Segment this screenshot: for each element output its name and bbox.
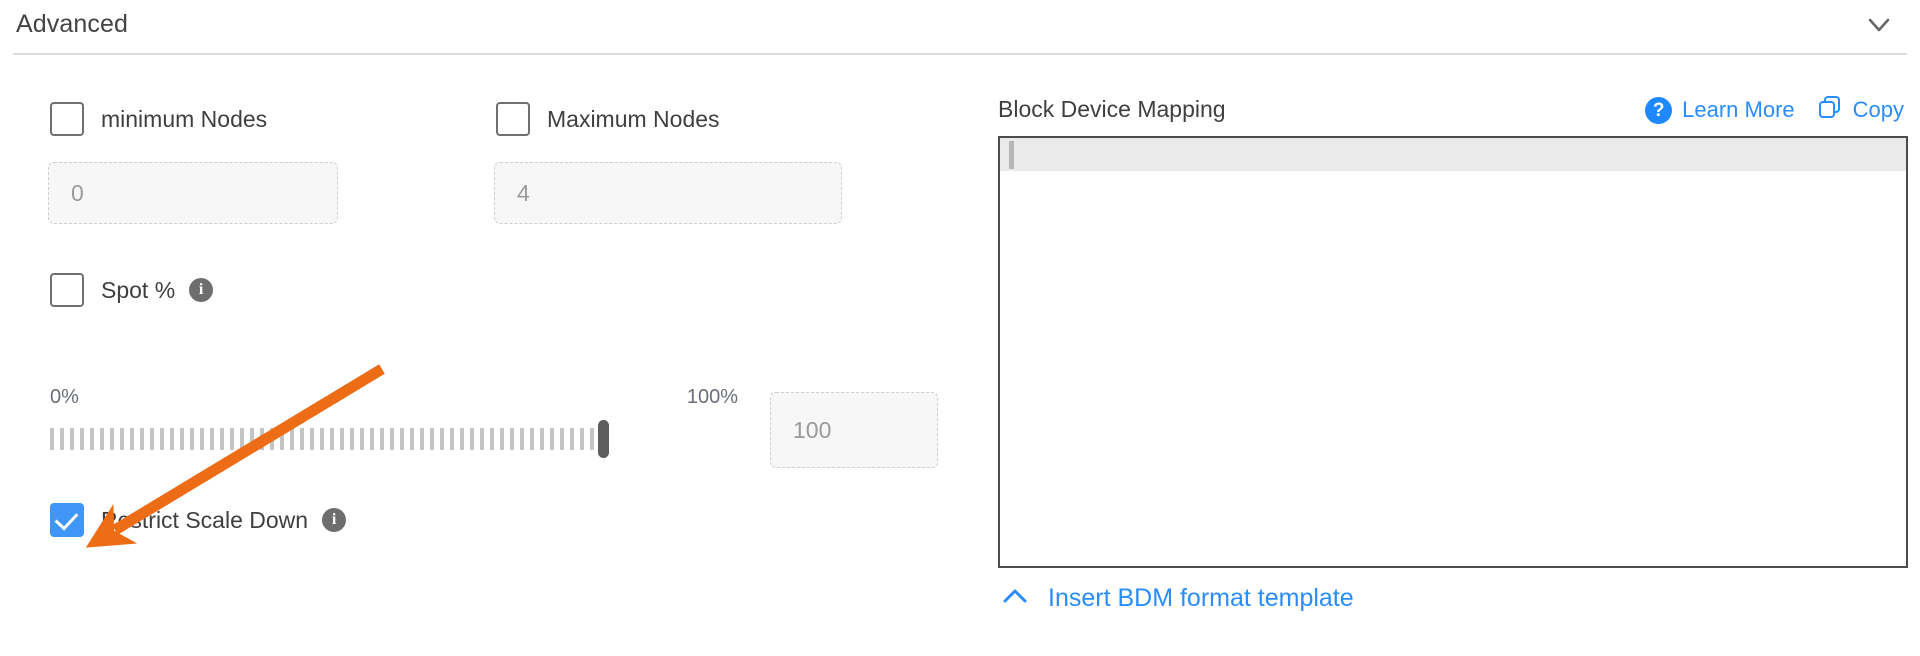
minimum-nodes-row[interactable]: minimum Nodes [50, 102, 267, 136]
restrict-scale-down-label: Restrict Scale Down [101, 506, 309, 533]
slider-tick-marks [50, 428, 610, 450]
learn-more-link[interactable]: ? Learn More [1645, 96, 1795, 124]
spot-percent-slider[interactable] [50, 420, 612, 458]
slider-max-label: 100% [686, 386, 738, 408]
advanced-section-header[interactable]: Advanced [0, 0, 1920, 55]
maximum-nodes-input[interactable]: 4 [494, 162, 842, 224]
block-device-mapping-editor[interactable] [998, 136, 1908, 568]
block-device-mapping-panel: Block Device Mapping ? Learn More Copy I… [998, 54, 1908, 656]
minimum-nodes-input[interactable]: 0 [48, 162, 338, 224]
restrict-scale-down-checkbox[interactable] [50, 503, 84, 537]
spot-percent-label: Spot % [101, 276, 176, 303]
page-title: Advanced [16, 10, 128, 38]
minimum-nodes-checkbox[interactable] [50, 102, 84, 136]
spot-percent-slider-group: 0% 100% [50, 386, 750, 458]
spot-percent-row[interactable]: Spot % i [50, 273, 214, 307]
block-device-mapping-title: Block Device Mapping [998, 96, 1226, 122]
copy-label: Copy [1852, 97, 1904, 122]
block-device-mapping-actions: ? Learn More Copy [1645, 94, 1904, 126]
minimum-nodes-label: minimum Nodes [101, 105, 268, 132]
slider-range-labels: 0% 100% [50, 386, 750, 412]
editor-active-line [1000, 138, 1906, 171]
question-mark-circle-icon: ? [1645, 96, 1673, 124]
info-icon[interactable]: i [322, 508, 347, 532]
insert-bdm-template-label: Insert BDM format template [1048, 584, 1354, 612]
slider-min-label: 0% [50, 386, 79, 408]
copy-icon [1817, 94, 1843, 126]
copy-link[interactable]: Copy [1817, 94, 1904, 126]
slider-handle[interactable] [598, 420, 609, 458]
chevron-up-icon [1000, 584, 1030, 613]
chevron-down-icon[interactable] [1862, 10, 1896, 40]
advanced-left-panel: minimum Nodes 0 Maximum Nodes 4 Spot % i… [0, 54, 960, 656]
learn-more-label: Learn More [1682, 97, 1795, 122]
info-icon[interactable]: i [189, 278, 214, 302]
maximum-nodes-row[interactable]: Maximum Nodes [496, 102, 720, 136]
maximum-nodes-checkbox[interactable] [496, 102, 530, 136]
spot-percent-value-input[interactable]: 100 [770, 392, 938, 468]
insert-bdm-template-link[interactable]: Insert BDM format template [1000, 584, 1354, 613]
maximum-nodes-label: Maximum Nodes [547, 105, 720, 132]
editor-caret [1009, 141, 1014, 169]
restrict-scale-down-row[interactable]: Restrict Scale Down i [50, 503, 347, 537]
header-divider [13, 53, 1907, 55]
spot-percent-checkbox[interactable] [50, 273, 84, 307]
